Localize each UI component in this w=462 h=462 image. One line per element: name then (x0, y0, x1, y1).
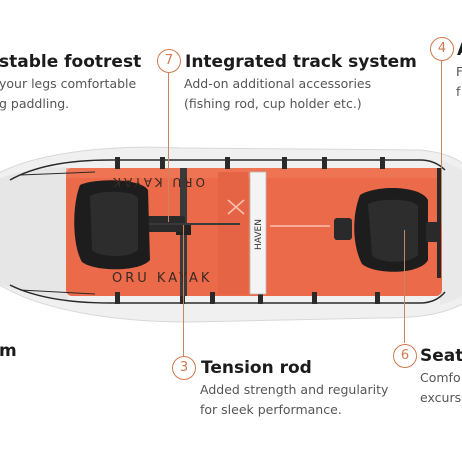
feature-number-3: 3 (172, 356, 196, 380)
track-title: Integrated track system (185, 52, 417, 72)
footrest-title: stable footrest (0, 52, 142, 72)
leader-line-seat (404, 230, 406, 343)
tension-desc-2: for sleek performance. (200, 402, 342, 417)
brand-text-bottom: ORU KAYAK (112, 271, 212, 286)
track-desc-1: Add-on additional accessories (184, 76, 372, 91)
seat-title: Seat (420, 346, 462, 366)
brand-text-top: ORU KAYAK (110, 175, 205, 189)
leader-line-tension (183, 225, 185, 357)
tension-title: Tension rod (201, 358, 312, 378)
feature-number-4: 4 (430, 37, 454, 61)
feature-number-7: 7 (157, 49, 181, 73)
top-right-desc-1: F (456, 64, 462, 79)
feature-number-6: 6 (393, 344, 417, 368)
leader-line-top-right (441, 60, 443, 225)
leader-line-track (168, 72, 170, 222)
top-right-desc-2: f (456, 84, 461, 99)
track-desc-2: (fishing rod, cup holder etc.) (184, 96, 362, 111)
seat-desc-1: Comfo (420, 370, 461, 385)
seat-desc-2: excurs (420, 390, 462, 405)
model-text: HAVEN (254, 219, 264, 250)
footrest-desc-1: your legs comfortable (0, 76, 137, 91)
top-right-title: A (457, 40, 462, 60)
rim-title: m (0, 341, 17, 361)
footrest-desc-2: g paddling. (0, 96, 70, 111)
tension-desc-1: Added strength and regularity (200, 382, 389, 397)
